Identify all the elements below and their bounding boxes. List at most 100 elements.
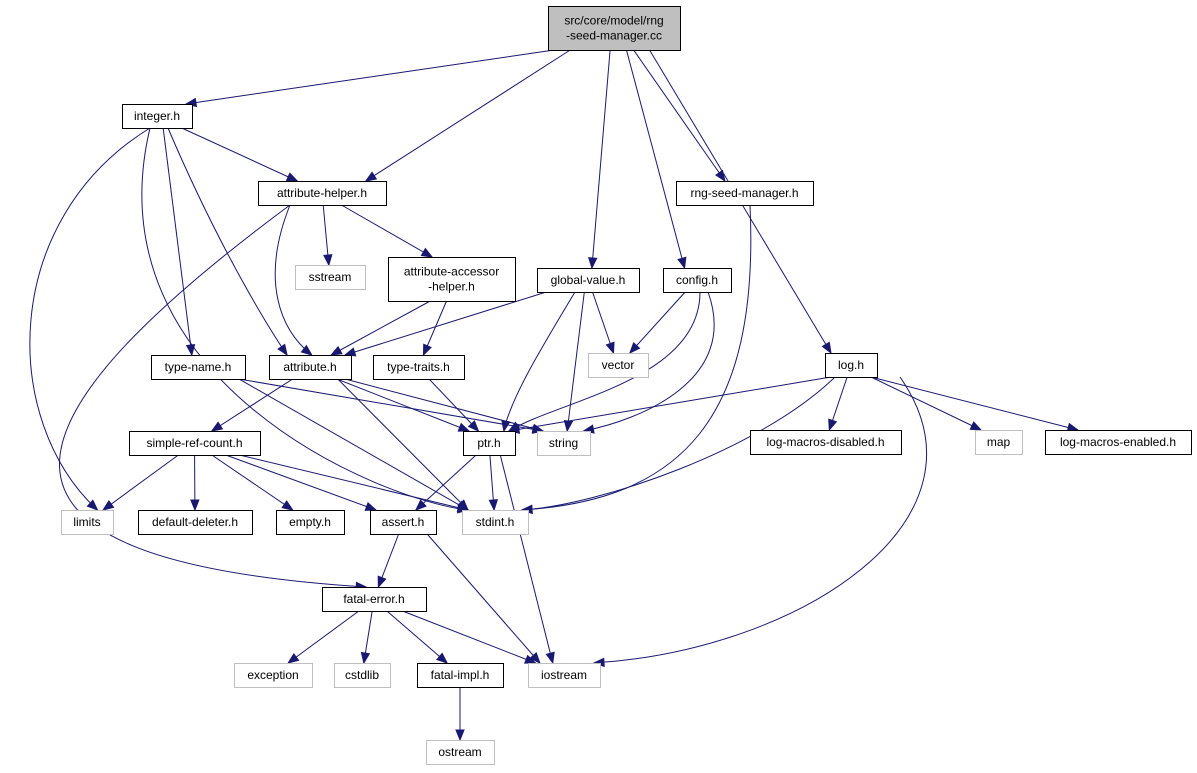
- edge-line: [365, 49, 571, 182]
- edge-main-to-integer: [184, 49, 555, 108]
- node-integer[interactable]: integer.h: [122, 104, 193, 129]
- edge-arrowhead: [605, 341, 615, 355]
- node-attribute[interactable]: attribute.h: [269, 355, 352, 380]
- node-box: [417, 663, 504, 688]
- edge-line: [162, 127, 193, 356]
- node-box: [537, 268, 640, 293]
- edge-arrowhead: [588, 257, 598, 270]
- edge-line: [239, 454, 469, 511]
- node-label: ostream: [438, 745, 481, 759]
- edge-log-to-ptr: [507, 376, 832, 434]
- edge-global-value-to-vector: [592, 291, 615, 355]
- node-attribute-accessor-helper[interactable]: attribute-accessor-helper.h: [388, 257, 516, 302]
- edge-arrowhead: [300, 344, 313, 356]
- node-exception: exception: [234, 663, 313, 688]
- edge-line: [167, 127, 288, 356]
- edge-line: [870, 376, 982, 431]
- node-type-name[interactable]: type-name.h: [151, 355, 246, 380]
- edge-attribute-helper-to-attribute-accessor-helper: [341, 204, 434, 258]
- node-box: [1045, 430, 1192, 455]
- node-label: map: [987, 435, 1011, 449]
- node-fatal-error[interactable]: fatal-error.h: [322, 587, 427, 612]
- node-attribute-helper[interactable]: attribute-helper.h: [258, 181, 387, 206]
- node-label: attribute-accessor: [404, 265, 499, 279]
- edge-ptr-to-iostream: [499, 454, 555, 665]
- node-box: [373, 355, 465, 380]
- edge-line: [503, 291, 576, 432]
- edge-global-value-to-string: [563, 291, 585, 433]
- edge-integer-to-attribute: [167, 127, 288, 357]
- node-box: [138, 510, 253, 535]
- edge-arrowhead: [330, 345, 343, 356]
- edge-attribute-to-simple-ref-count: [210, 378, 293, 432]
- node-type-traits[interactable]: type-traits.h: [373, 355, 465, 380]
- edge-line: [591, 49, 611, 269]
- edge-line: [499, 454, 554, 664]
- node-simple-ref-count[interactable]: simple-ref-count.h: [129, 431, 261, 456]
- edge-line: [521, 376, 836, 511]
- edge-attribute-to-ptr: [336, 378, 471, 432]
- node-box: [463, 431, 516, 456]
- edge-arrowhead: [323, 254, 333, 267]
- edge-line: [566, 291, 585, 432]
- node-ostream: ostream: [426, 740, 495, 765]
- edge-arrowhead: [563, 419, 574, 433]
- edge-attribute-helper-to-attribute: [274, 204, 313, 356]
- edge-line: [287, 610, 360, 664]
- node-label: vector: [602, 358, 635, 372]
- node-box: [426, 740, 495, 765]
- node-empty[interactable]: empty.h: [276, 510, 345, 535]
- node-assert[interactable]: assert.h: [370, 510, 437, 535]
- edge-line: [225, 454, 377, 511]
- edge-line: [211, 454, 293, 511]
- edge-fatal-error-to-exception: [287, 610, 360, 664]
- node-fatal-impl[interactable]: fatal-impl.h: [417, 663, 504, 688]
- node-ptr[interactable]: ptr.h: [463, 431, 516, 456]
- edge-ptr-to-stdint: [488, 454, 499, 512]
- edge-line: [386, 610, 448, 664]
- node-limits: limits: [61, 510, 114, 535]
- edge-line: [141, 127, 469, 511]
- edge-simple-ref-count-to-empty: [211, 454, 294, 511]
- node-label: fatal-impl.h: [431, 668, 490, 682]
- node-rng-seed-manager-h[interactable]: rng-seed-manager.h: [676, 181, 814, 206]
- edge-line: [211, 378, 293, 432]
- node-log-macros-enabled[interactable]: log-macros-enabled.h: [1045, 430, 1192, 455]
- edge-log-to-iostream: [592, 376, 927, 668]
- edge-integer-to-attribute-helper: [181, 127, 299, 182]
- edge-arrowhead: [185, 343, 196, 357]
- edge-arrowhead: [86, 499, 99, 511]
- nodes-layer: src/core/model/rng-seed-manager.cc intege…: [61, 6, 1192, 765]
- node-label: assert.h: [382, 515, 425, 529]
- edge-line: [870, 376, 1079, 431]
- edge-arrowhead: [628, 342, 641, 354]
- edge-main-to-rng-seed-manager-h: [633, 49, 726, 183]
- node-config[interactable]: config.h: [663, 268, 732, 293]
- node-label: attribute-helper.h: [277, 186, 367, 200]
- node-label: ptr.h: [477, 436, 500, 450]
- node-default-deleter[interactable]: default-deleter.h: [138, 510, 253, 535]
- node-label: config.h: [676, 273, 718, 287]
- node-label: log.h: [838, 358, 864, 372]
- node-main[interactable]: src/core/model/rng-seed-manager.cc: [548, 6, 681, 51]
- node-vector: vector: [588, 353, 649, 378]
- edge-arrowhead: [457, 422, 471, 432]
- node-label: limits: [73, 515, 100, 529]
- node-global-value[interactable]: global-value.h: [537, 268, 640, 293]
- edge-arrowhead: [277, 343, 288, 357]
- edge-arrowhead: [455, 729, 465, 742]
- node-box: [234, 663, 313, 688]
- edge-fatal-impl-to-ostream: [455, 687, 465, 742]
- edge-line: [508, 376, 832, 432]
- node-label: attribute.h: [283, 360, 336, 374]
- node-box: [276, 510, 345, 535]
- edge-line: [428, 378, 479, 432]
- node-label: exception: [247, 668, 298, 682]
- edge-assert-to-iostream: [426, 533, 541, 665]
- node-log[interactable]: log.h: [825, 353, 878, 378]
- edge-line: [238, 378, 469, 511]
- node-log-macros-disabled[interactable]: log-macros-disabled.h: [750, 430, 902, 455]
- node-label: log-macros-disabled.h: [766, 435, 884, 449]
- edge-arrowhead: [821, 341, 832, 355]
